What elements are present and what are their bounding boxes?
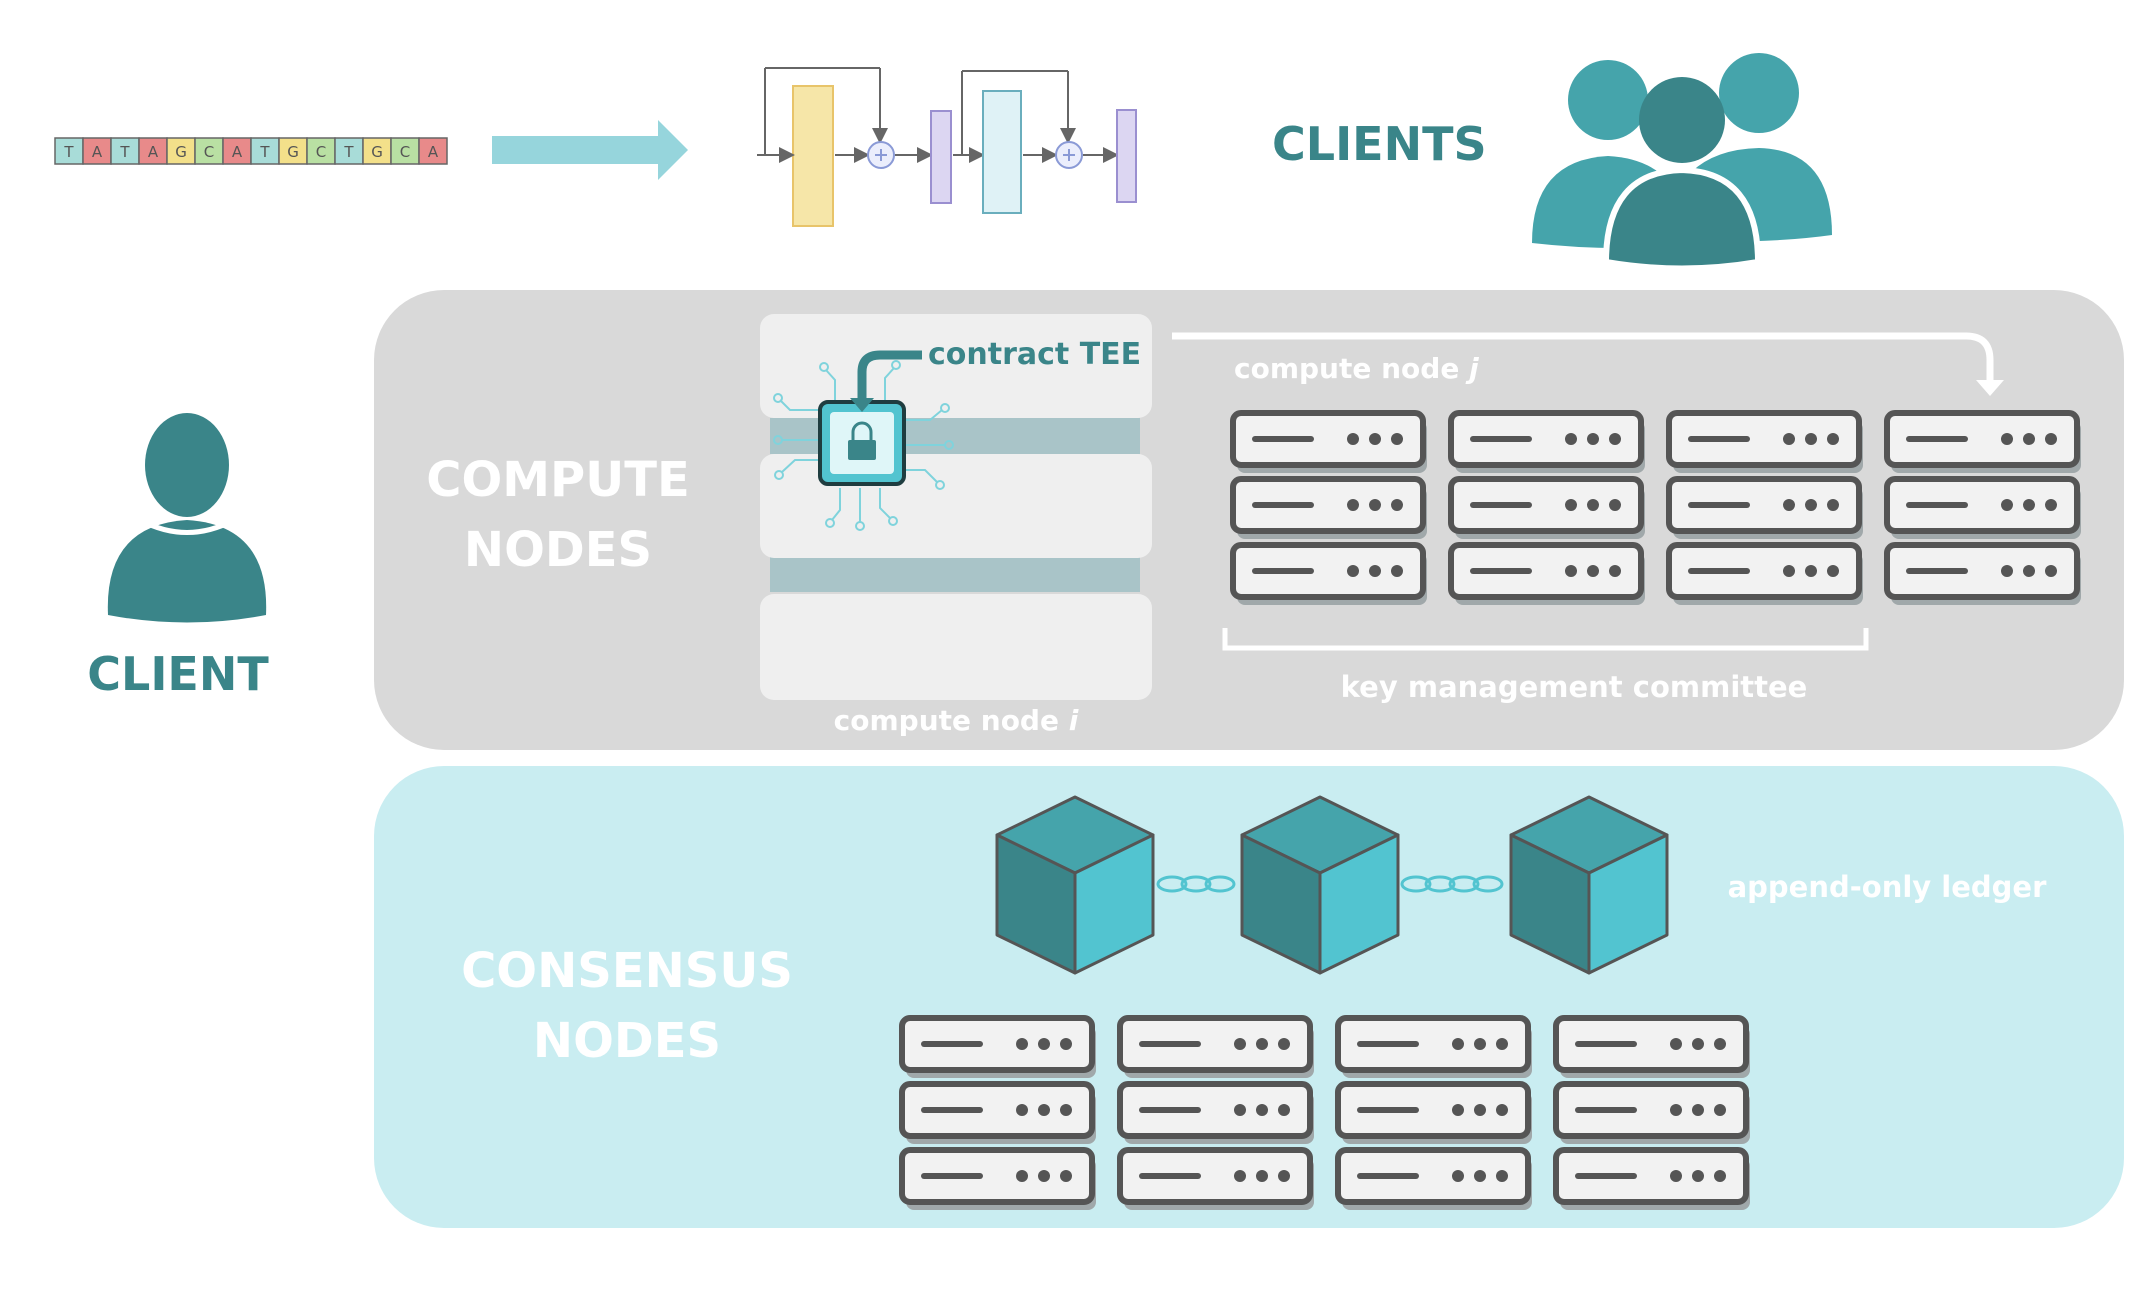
- dna-base: A: [222, 137, 252, 165]
- compute-nodes-label-line1: COMPUTE: [426, 452, 689, 508]
- consensus-servers: [899, 1015, 1750, 1210]
- dna-base-letter: T: [259, 143, 270, 161]
- block-cube-icon: [1509, 795, 1669, 975]
- compute-node-j-var: j: [1465, 352, 1479, 385]
- server-unit-icon: [1553, 1147, 1750, 1210]
- dna-base: C: [194, 137, 224, 165]
- dna-base-letter: C: [400, 143, 410, 161]
- dna-base: C: [390, 137, 420, 165]
- server-unit-icon: [1335, 1147, 1532, 1210]
- server-unit-icon: [1117, 1081, 1314, 1144]
- dna-base-letter: G: [371, 143, 383, 161]
- dna-base-letter: T: [63, 143, 74, 161]
- client-label: CLIENT: [87, 647, 269, 701]
- server-stack: [1335, 1015, 1532, 1210]
- chain-links: [1156, 875, 1504, 893]
- dna-base: C: [306, 137, 336, 165]
- dna-base-letter: G: [175, 143, 187, 161]
- server-stack: [1553, 1015, 1750, 1210]
- dna-base-letter: C: [204, 143, 214, 161]
- compute-node-i-label: compute node i: [834, 704, 1079, 737]
- dna-base-letter: A: [428, 143, 439, 161]
- neural-network-icon: [757, 67, 1137, 227]
- server-unit-icon: [1230, 542, 1427, 605]
- server-unit-icon: [1117, 1147, 1314, 1210]
- server-unit-icon: [1117, 1015, 1314, 1078]
- dna-base: G: [278, 137, 308, 165]
- server-stack: [1117, 1015, 1314, 1210]
- append-only-ledger-label: append-only ledger: [1728, 870, 2048, 904]
- dna-base: A: [82, 137, 112, 165]
- dna-base-letter: C: [316, 143, 326, 161]
- compute-node-j-arrow: [1172, 332, 1994, 380]
- server-unit-icon: [1448, 410, 1645, 473]
- server-unit-icon: [1335, 1081, 1532, 1144]
- consensus-nodes-label-line2: NODES: [533, 1013, 721, 1069]
- dna-base-letter: A: [148, 143, 159, 161]
- compute-node-i-var: i: [1069, 704, 1079, 737]
- block-cube-icon: [1240, 795, 1400, 975]
- server-unit-icon: [1230, 410, 1427, 473]
- contract-tee-label: contract TEE: [928, 337, 1141, 372]
- server-unit-icon: [1335, 1015, 1532, 1078]
- block-cube-icon: [995, 795, 1155, 975]
- tee-pointer-arrow: [857, 350, 922, 402]
- server-unit-icon: [1666, 476, 1863, 539]
- server-unit-icon: [1448, 476, 1645, 539]
- server-unit-icon: [1884, 410, 2081, 473]
- dna-base: A: [138, 137, 168, 165]
- client-icon: [107, 413, 267, 623]
- tee-pointer-arrowhead: [850, 398, 874, 412]
- dna-base-letter: A: [232, 143, 243, 161]
- compute-node-j-arrowhead: [1976, 380, 2004, 396]
- server-unit-icon: [899, 1081, 1096, 1144]
- server-unit-icon: [1448, 542, 1645, 605]
- dna-base-letter: T: [119, 143, 130, 161]
- server-unit-icon: [899, 1147, 1096, 1210]
- server-unit-icon: [1553, 1081, 1750, 1144]
- dna-base: T: [334, 137, 364, 165]
- server-unit-icon: [1884, 542, 2081, 605]
- server-unit-icon: [1666, 542, 1863, 605]
- server-stack: [1230, 410, 1427, 605]
- dna-base-letter: G: [287, 143, 299, 161]
- server-unit-icon: [1553, 1015, 1750, 1078]
- compute-node-j-label: compute node j: [1234, 352, 1479, 385]
- compute-node-i-prefix: compute node: [834, 704, 1069, 737]
- server-unit-icon: [1230, 476, 1427, 539]
- clients-label: CLIENTS: [1272, 117, 1487, 171]
- dna-base: G: [166, 137, 196, 165]
- compute-node-i: [760, 314, 1152, 700]
- server-stack: [899, 1015, 1096, 1210]
- dna-base: T: [250, 137, 280, 165]
- server-unit-icon: [899, 1015, 1096, 1078]
- consensus-nodes-label-line1: CONSENSUS: [461, 943, 793, 999]
- server-unit-icon: [1884, 476, 2081, 539]
- key-management-servers: [1230, 410, 2081, 605]
- dna-base: T: [110, 137, 140, 165]
- server-stack: [1666, 410, 1863, 605]
- server-stack: [1448, 410, 1645, 605]
- server-stack: [1884, 410, 2081, 605]
- kmc-bracket: [1222, 628, 1869, 651]
- clients-group-icon: [1532, 53, 1832, 272]
- compute-nodes-label-line2: NODES: [464, 522, 652, 578]
- pipeline-arrow: [492, 120, 688, 180]
- dna-base-letter: A: [92, 143, 103, 161]
- dna-base: T: [54, 137, 84, 165]
- dna-base: G: [362, 137, 392, 165]
- dna-base: A: [418, 137, 448, 165]
- compute-node-j-prefix: compute node: [1234, 352, 1469, 385]
- dna-base-letter: T: [343, 143, 354, 161]
- blockchain-blocks: [995, 795, 1669, 975]
- server-unit-icon: [1666, 410, 1863, 473]
- key-management-committee-label: key management committee: [1341, 670, 1808, 704]
